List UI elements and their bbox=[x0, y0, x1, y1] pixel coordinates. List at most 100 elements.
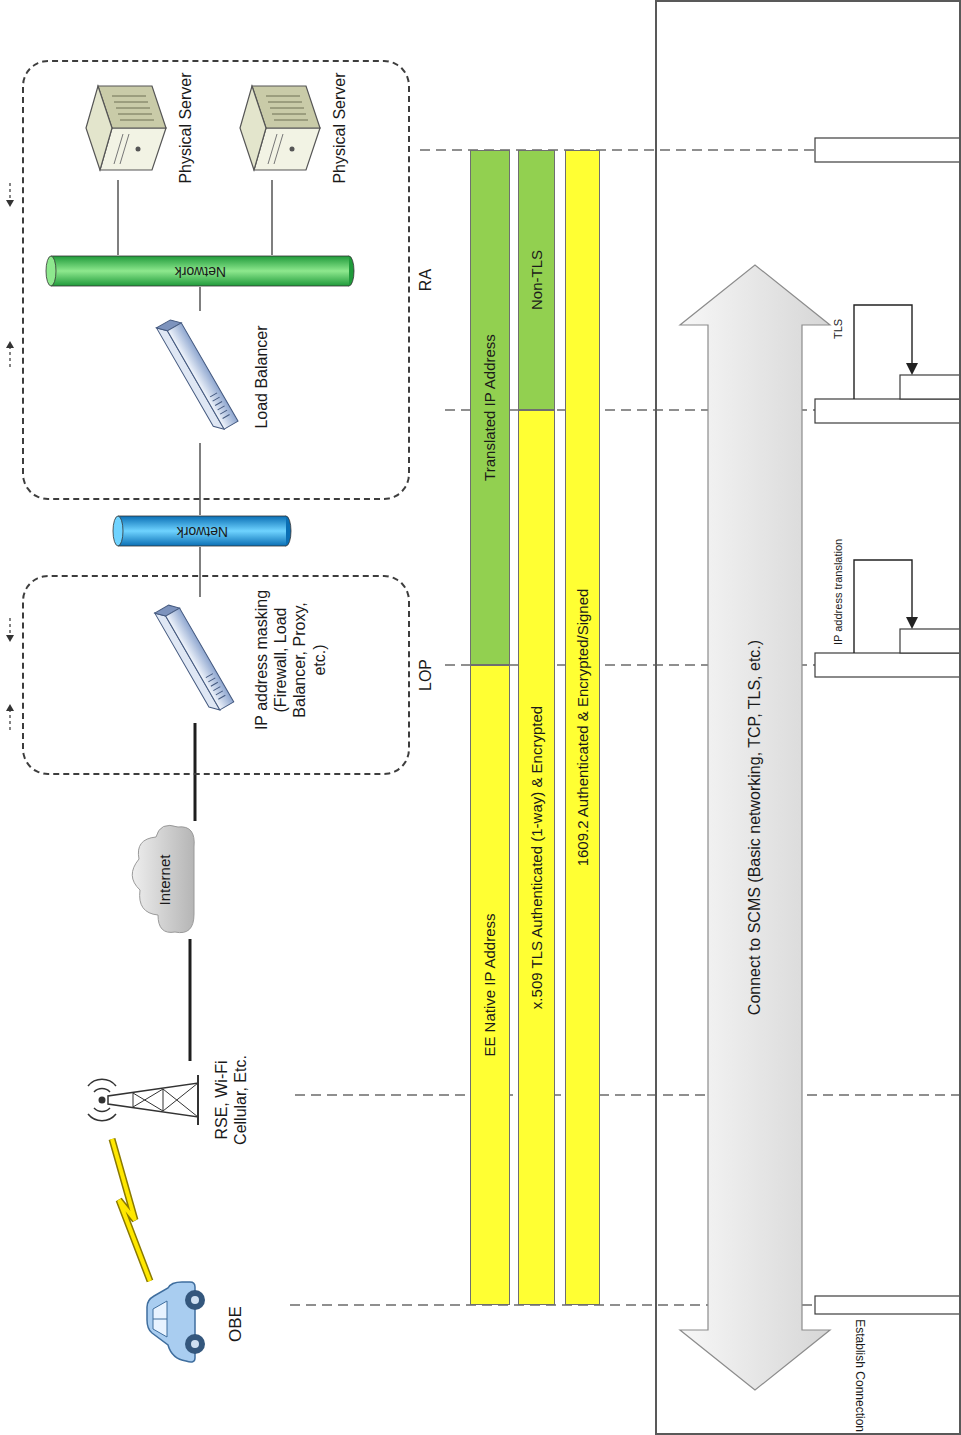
label-text: OBE bbox=[226, 1294, 246, 1354]
drawing-line bbox=[218, 695, 225, 699]
label-text: Connect to SCMS (Basic networking, TCP, … bbox=[745, 640, 764, 1015]
drawing-path bbox=[88, 1114, 116, 1121]
region-arrows bbox=[9, 183, 10, 730]
protocol-band: Non-TLS bbox=[518, 150, 555, 410]
drawing-line bbox=[215, 402, 222, 406]
connector bbox=[118, 180, 119, 255]
protocol-band: 1609.2 Authenticated & Encrypted/Signed bbox=[565, 150, 600, 1305]
drawing-polygon bbox=[86, 86, 112, 170]
shape-drawing bbox=[78, 1061, 202, 1139]
drawing-polygon bbox=[6, 635, 14, 642]
drawing-ellipse bbox=[46, 256, 56, 286]
drawing-line bbox=[218, 406, 225, 410]
connector bbox=[112, 1139, 150, 1281]
drawing-polygon bbox=[6, 341, 14, 348]
label-holder: IP address translation bbox=[832, 539, 845, 645]
label-holder: IP address masking (Firewall, Load Balan… bbox=[252, 585, 329, 735]
shape-drawing bbox=[222, 76, 326, 180]
label-text: IP address translation bbox=[832, 539, 845, 645]
label-holder: OBE bbox=[226, 1294, 246, 1354]
label-text: Physical Server bbox=[330, 66, 349, 190]
network-link bbox=[271, 180, 273, 255]
drawing-line bbox=[118, 114, 152, 115]
network-cylinder: Network bbox=[112, 515, 292, 547]
connector bbox=[190, 939, 191, 1061]
label-holder: Establish Connection bbox=[853, 1319, 867, 1432]
drawing-line bbox=[216, 691, 223, 695]
device-icon: Load Balancer bbox=[156, 311, 246, 443]
drawing-rect bbox=[815, 653, 961, 677]
double-arrow: Connect to SCMS (Basic networking, TCP, … bbox=[680, 265, 830, 1390]
swimlane: Establish Connection Connect to SCMS (Bas… bbox=[655, 0, 961, 1435]
network-link bbox=[117, 180, 119, 255]
drawing-circle bbox=[185, 1290, 205, 1310]
drawing-line bbox=[274, 134, 283, 164]
drawing-path bbox=[132, 825, 194, 932]
drawing-line bbox=[133, 1089, 163, 1107]
drawing-rect bbox=[900, 375, 961, 399]
drawing-polygon bbox=[680, 265, 830, 1390]
drawing-line bbox=[112, 96, 146, 97]
connector bbox=[195, 723, 196, 821]
drawing-polygon bbox=[906, 363, 918, 375]
drawing-line bbox=[153, 1319, 167, 1320]
label-text: x.509 TLS Authenticated (1-way) & Encryp… bbox=[528, 706, 546, 1009]
label-text: EE Native IP Address bbox=[481, 913, 499, 1056]
network-link bbox=[199, 287, 201, 311]
server-icon: Physical Server bbox=[68, 76, 172, 180]
connector bbox=[200, 287, 201, 311]
drawing-rect bbox=[118, 516, 286, 546]
drawing-line bbox=[213, 397, 220, 401]
drawing-line bbox=[120, 134, 129, 164]
drawing-line bbox=[163, 1083, 198, 1111]
drawing-polygon bbox=[240, 86, 266, 170]
connector bbox=[272, 180, 273, 255]
drawing-g bbox=[156, 316, 238, 433]
label-text: Network bbox=[176, 523, 227, 540]
drawing-line bbox=[133, 1093, 134, 1107]
connector bbox=[200, 547, 201, 597]
drawing-path bbox=[153, 1301, 167, 1337]
vehicle-icon: OBE bbox=[128, 1281, 216, 1367]
region-arrow-heads bbox=[6, 200, 14, 711]
drawing-circle bbox=[290, 147, 295, 152]
network-link bbox=[189, 939, 192, 1061]
drawing-path bbox=[854, 305, 912, 399]
wireless-link bbox=[112, 1139, 150, 1281]
label-text: Load Balancer bbox=[252, 317, 271, 437]
drawing-rect bbox=[166, 608, 234, 710]
drawing-rect bbox=[900, 629, 961, 653]
label-text: IP address masking (Firewall, Load Balan… bbox=[252, 585, 329, 735]
antenna-icon: RSE, Wi-Fi Cellular, Etc. bbox=[78, 1061, 202, 1139]
wireless-link-outline bbox=[112, 1139, 150, 1281]
protocol-band: Translated IP Address bbox=[470, 150, 510, 665]
network-link bbox=[194, 723, 197, 821]
drawing-line bbox=[163, 1089, 198, 1117]
label-holder: Physical Server bbox=[176, 66, 195, 190]
device-icon: IP address masking (Firewall, Load Balan… bbox=[150, 597, 246, 723]
shape-drawing bbox=[68, 76, 172, 180]
drawing-line bbox=[51, 256, 349, 257]
drawing-rect bbox=[815, 399, 961, 423]
drawing-circle bbox=[99, 1097, 106, 1104]
drawing-line bbox=[268, 102, 302, 103]
label-text: Network bbox=[174, 263, 225, 280]
drawing-polygon bbox=[108, 1083, 198, 1117]
drawing-polygon bbox=[6, 704, 14, 711]
label-text: RSE, Wi-Fi Cellular, Etc. bbox=[212, 1050, 250, 1150]
label-text: Physical Server bbox=[176, 66, 195, 190]
label-holder: RA bbox=[416, 240, 435, 320]
internet-cloud: Internet bbox=[122, 821, 208, 939]
label-text: Internet bbox=[156, 855, 174, 906]
drawing-polygon bbox=[6, 200, 14, 207]
protocol-band: EE Native IP Address bbox=[470, 665, 510, 1305]
drawing-rect bbox=[815, 138, 961, 162]
drawing-line bbox=[208, 678, 215, 682]
activation-boxes bbox=[815, 138, 961, 1314]
region-boundary: LOPIP address masking (Firewall, Load Ba… bbox=[22, 575, 410, 775]
drawing-line bbox=[116, 108, 150, 109]
label-holder: TLS bbox=[832, 319, 845, 339]
drawing-rect bbox=[167, 323, 238, 429]
drawing-line bbox=[266, 96, 300, 97]
drawing-circle bbox=[191, 1340, 199, 1348]
